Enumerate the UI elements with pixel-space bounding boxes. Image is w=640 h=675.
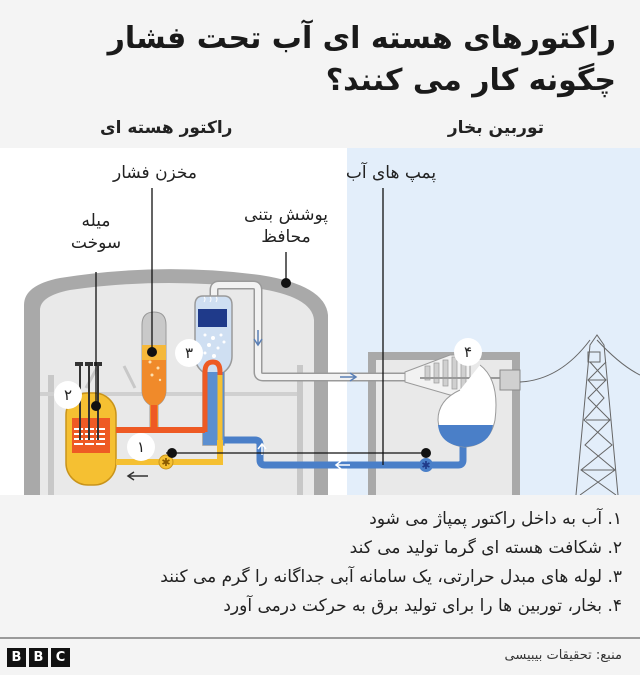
bbc-logo-letter: B [7, 648, 26, 667]
footer-divider [0, 637, 640, 639]
marker-1: ۱ [136, 438, 146, 456]
reactor-vessel [65, 362, 117, 486]
step-item-4: ۴. بخار، توربین ها را برای تولید برق به … [223, 596, 622, 616]
pressurizer [141, 311, 167, 431]
primary-loop: ✱ [116, 405, 223, 481]
section-label-turbine: توربین بخار [447, 118, 544, 138]
bbc-logo-letter: C [51, 648, 70, 667]
step-item-3: ۳. لوله های مبدل حرارتی، یک سامانه آبی ج… [160, 567, 622, 587]
steam-pipe [209, 280, 405, 382]
pylon [519, 334, 640, 495]
label-pressurizer: مخزن فشار [112, 163, 198, 183]
primary-pump-icon: ✱ [161, 456, 170, 469]
step-item-2: ۲. شکافت هسته ای گرما تولید می کند [349, 538, 622, 558]
bbc-logo-letter: B [29, 648, 48, 667]
turbine [404, 354, 521, 448]
section-label-reactor: راکتور هسته ای [100, 118, 233, 138]
steam-generator [194, 295, 233, 446]
label-containment: پوشش بتنی محافظ [244, 205, 328, 247]
page-title: راکتورهای هسته ای آب تحت فشار چگونه کار … [107, 21, 616, 98]
source-credit: منبع: تحقیقات بیبیسی [504, 648, 622, 663]
step-item-1: ۱. آب به داخل راکتور پمپاژ می شود [369, 509, 622, 529]
bbc-logo: B B C [7, 648, 70, 667]
marker-3: ۳ [184, 344, 194, 362]
label-water-pumps: پمپ های آب [345, 163, 437, 183]
leader-lines [95, 188, 426, 465]
number-markers [54, 338, 482, 461]
pwr-diagram: ✱ ✱ [0, 148, 640, 495]
feedwater-pump-icon: ✱ [421, 459, 430, 472]
marker-2: ۲ [63, 386, 73, 404]
label-fuel-rod: میله سوخت [70, 211, 122, 253]
steps-list: ۱. آب به داخل راکتور پمپاژ می شود ۲. شکا… [12, 505, 622, 621]
marker-4: ۴ [463, 343, 473, 361]
